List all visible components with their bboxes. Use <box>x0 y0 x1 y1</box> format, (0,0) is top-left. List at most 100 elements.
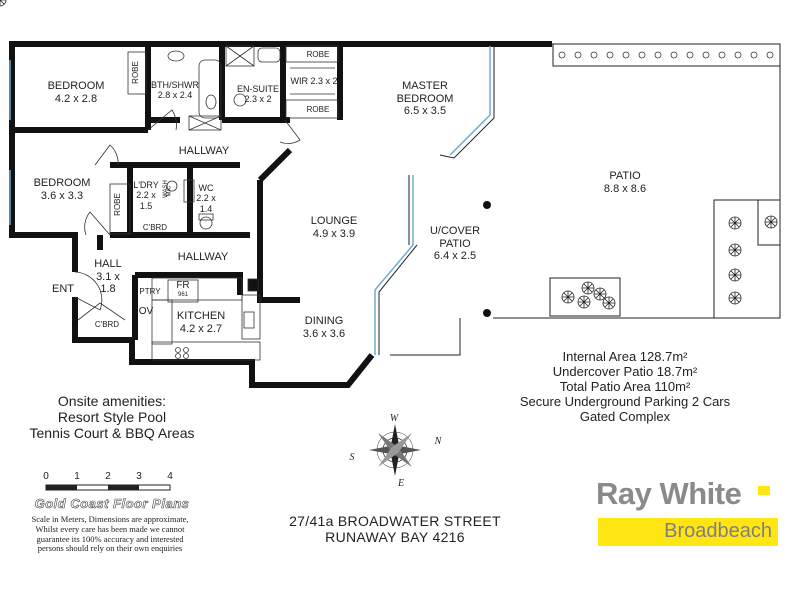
compass-n: N <box>434 436 442 447</box>
scale-tick: 2 <box>105 471 111 482</box>
compass-rose <box>369 424 421 476</box>
robes <box>109 45 339 235</box>
room-name: PATIO <box>609 170 641 182</box>
room-name: MASTER <box>402 80 448 92</box>
room-dim: 2.8 x 2.4 <box>157 90 193 101</box>
glazing-frame <box>378 46 495 355</box>
room-name: U/COVER <box>429 225 481 237</box>
oven-label: OV <box>138 306 154 317</box>
room-label-laundry: L'DRY 2.2 x 1.5 <box>131 180 161 211</box>
robe-label: ROBE <box>306 50 330 59</box>
room-name: BTH/SHWR <box>151 80 199 90</box>
robe-label: ROBE <box>112 193 122 216</box>
room-label-patio: PATIO 8.8 x 8.6 <box>590 170 660 195</box>
columns <box>483 201 491 317</box>
room-label-undercover-patio: U/COVER PATIO 6.4 x 2.5 <box>425 225 485 263</box>
cupboard-label: C'BRD <box>94 320 120 329</box>
room-dim-line2: 1.4 <box>199 203 213 214</box>
disclaimer-line: persons should rely on their own enquiri… <box>37 543 183 554</box>
room-dim: 3.6 x 3.6 <box>302 327 346 340</box>
room-dim: 3.1 x <box>96 270 120 283</box>
room-label-lounge: LOUNGE 4.9 x 3.9 <box>302 215 366 240</box>
room-label-hall: HALL 3.1 x 1.8 <box>88 258 128 296</box>
room-label-bedroom-2: BEDROOM 3.6 x 3.3 <box>26 177 98 202</box>
room-name-line2: BEDROOM <box>396 92 454 105</box>
amenities-heading: Onsite amenities: <box>57 393 167 409</box>
amenities-block: Onsite amenities: Resort Style Pool Tenn… <box>12 393 212 441</box>
room-label-hallway-mid: HALLWAY <box>173 251 233 264</box>
pantry-label: PTRY <box>139 287 161 296</box>
room-dim: 2.2 x <box>136 190 156 201</box>
mc-label: M/C <box>166 185 173 197</box>
room-dim: 4.9 x 3.9 <box>312 227 356 240</box>
area-summary: Internal Area 128.7m² Undercover Patio 1… <box>490 349 760 425</box>
scale-tick: 3 <box>136 471 142 482</box>
glazing-lines <box>9 46 491 355</box>
compass-e: E <box>397 478 405 489</box>
address-line-2: RUNAWAY BAY 4216 <box>325 529 465 546</box>
compass-w: W <box>389 413 399 424</box>
room-dim: 8.8 x 8.6 <box>603 182 647 195</box>
undercover-patio-area: Undercover Patio 18.7m² <box>552 363 698 379</box>
disclaimer-line: Scale in Meters, Dimensions are approxim… <box>31 514 189 524</box>
room-name: BEDROOM <box>47 80 105 92</box>
room-label-ensuite: EN-SUITE 2.3 x 2 <box>228 84 288 105</box>
room-label-wir: WIR 2.3 x 2 <box>290 76 338 86</box>
room-name: LOUNGE <box>310 215 358 227</box>
property-address: 27/41a BROADWATER STREET RUNAWAY BAY 421… <box>260 513 530 545</box>
amenity-item: Resort Style Pool <box>57 409 167 426</box>
fridge-label: FR <box>176 280 190 291</box>
room-name: HALLWAY <box>177 251 229 263</box>
room-name: DINING <box>304 315 344 327</box>
compass-s: S <box>349 452 355 463</box>
room-label-bedroom-1: BEDROOM 4.2 x 2.8 <box>40 80 112 105</box>
door-swings <box>74 109 301 321</box>
room-dim-line2: 1.5 <box>139 200 153 211</box>
agency-logo-block <box>598 486 778 546</box>
kitchen-fixtures <box>151 277 261 361</box>
scale-disclaimer: Scale in Meters, Dimensions are approxim… <box>22 514 198 554</box>
robe-label: ROBE <box>306 105 330 114</box>
floor-plans-brand: Gold Coast Floor Plans <box>34 496 190 511</box>
room-name: L'DRY <box>133 180 159 190</box>
scale-tick: 0 <box>43 471 49 482</box>
room-dim: 3.6 x 3.3 <box>40 189 84 202</box>
disclaimer-line: Whilst every care has been made we canno… <box>35 523 185 534</box>
robe-label: ROBE <box>130 61 140 84</box>
agency-branch: Broadbeach <box>664 520 772 542</box>
room-label-master-bedroom: MASTER BEDROOM 6.5 x 3.5 <box>390 80 460 118</box>
room-name: KITCHEN <box>176 310 226 322</box>
room-dim-line2: 1.8 <box>100 283 116 296</box>
room-dim: 4.2 x 2.8 <box>54 92 98 105</box>
planter-top <box>552 43 781 67</box>
internal-area: Internal Area 128.7m² <box>562 349 688 364</box>
fridge-number: 961 <box>177 292 188 298</box>
room-label-dining: DINING 3.6 x 3.6 <box>292 315 356 340</box>
room-name: HALLWAY <box>178 145 230 157</box>
room-name: WIR 2.3 x 2 <box>290 76 338 86</box>
room-dim: 4.2 x 2.7 <box>179 322 223 335</box>
total-patio-area: Total Patio Area 110m² <box>559 378 691 394</box>
room-label-wc: WC 2.2 x 1.4 <box>193 183 219 214</box>
room-name: EN-SUITE <box>236 84 279 94</box>
scale-tick: 4 <box>167 471 173 482</box>
amenity-item: Tennis Court & BBQ Areas <box>29 425 195 442</box>
room-name: BEDROOM <box>33 177 91 189</box>
bath-fixtures <box>166 45 281 230</box>
room-dim: 2.2 x <box>196 193 216 204</box>
room-name: HALL <box>94 258 122 270</box>
room-dim: 6.5 x 3.5 <box>403 105 447 118</box>
room-name: WC <box>198 183 214 193</box>
room-name-line2: PATIO <box>439 237 471 250</box>
room-label-kitchen: KITCHEN 4.2 x 2.7 <box>170 310 232 335</box>
address-line-1: 27/41a BROADWATER STREET <box>289 513 501 529</box>
scale-bar <box>45 484 171 491</box>
complex-info: Gated Complex <box>579 408 671 424</box>
cupboard-label: C'BRD <box>142 223 168 232</box>
disclaimer-line: guarantee its 100% accuracy and interest… <box>36 533 184 544</box>
scale-tick: 1 <box>74 471 80 482</box>
entry-label: ENT <box>52 283 74 295</box>
room-dim: 2.3 x 2 <box>244 94 272 105</box>
